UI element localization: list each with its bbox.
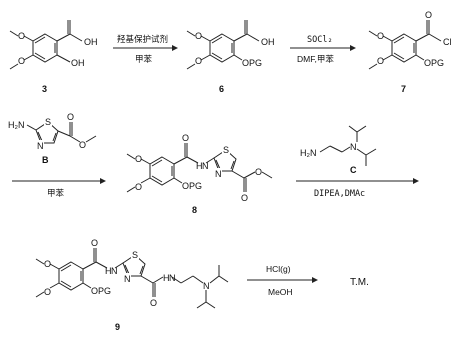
- c3-oh-phenol: OH: [71, 58, 85, 68]
- c9-nh1-n: N: [111, 266, 118, 276]
- cb-n: N: [37, 141, 44, 151]
- c9-n: N: [124, 274, 131, 284]
- c9-o-amide-1: O: [91, 238, 98, 248]
- reaction-arrow-1: 羟基保护试剂 甲苯: [113, 34, 178, 64]
- c8-number: 8: [192, 205, 197, 215]
- compound-8: O H N S N O O OPG O O 8: [126, 133, 273, 215]
- compound-b: H₂N S N O O B: [8, 112, 97, 165]
- cb-nh2: H₂N: [8, 120, 25, 130]
- c9-number: 9: [115, 322, 120, 332]
- compound-7: O Cl OPG O O 7: [368, 10, 452, 94]
- cc-nh2: H₂N: [300, 148, 317, 158]
- cb-label: B: [42, 155, 49, 165]
- c9-nh2-n: N: [169, 273, 176, 283]
- step1-solvent: 甲苯: [135, 54, 153, 64]
- c7-o-methoxy-1: O: [377, 31, 384, 41]
- step2-solvent: DMF,甲苯: [297, 54, 334, 64]
- c8-n: N: [215, 169, 222, 179]
- reaction-arrow-4: DIPEA,DMAc: [296, 178, 419, 199]
- c6-number: 6: [219, 84, 224, 94]
- c6-o-methoxy-2: O: [195, 56, 202, 66]
- cc-n: N: [350, 142, 357, 152]
- reaction-arrow-5: HCl(g) MeOH: [247, 264, 318, 297]
- c8-o-amide: O: [182, 133, 189, 143]
- c6-o-methoxy-1: O: [195, 31, 202, 41]
- c8-s: S: [223, 145, 229, 155]
- c7-o-methoxy-2: O: [377, 56, 384, 66]
- c9-nh2-h: H: [163, 273, 170, 283]
- cb-o-carbonyl: O: [67, 112, 74, 122]
- c8-o-ester-carbonyl: O: [241, 193, 248, 203]
- c8-opg: OPG: [182, 181, 202, 191]
- step5-reagent: HCl(g): [266, 264, 291, 274]
- reaction-arrow-3: 甲苯: [12, 178, 106, 198]
- step1-reagent: 羟基保护试剂: [117, 34, 168, 44]
- c8-o-methoxy-2: O: [135, 182, 142, 192]
- c3-o-methoxy-1: O: [18, 31, 25, 41]
- compound-c: H₂N N C: [300, 125, 377, 175]
- c9-n-amine: N: [203, 281, 210, 291]
- reaction-arrow-2: SOCl₂ DMF,甲苯: [290, 35, 356, 64]
- c7-carbonyl-o: O: [425, 10, 432, 20]
- cb-s: S: [45, 117, 51, 127]
- c3-oh-carboxyl: OH: [84, 37, 98, 47]
- compound-3: OH OH O O 3: [9, 20, 98, 94]
- c7-number: 7: [401, 84, 406, 94]
- c8-nh-h: H: [196, 161, 203, 171]
- step5-solvent: MeOH: [268, 287, 293, 297]
- target-molecule-label: T.M.: [350, 277, 369, 288]
- c3-o-methoxy-2: O: [18, 56, 25, 66]
- c8-o-methoxy-1: O: [135, 154, 142, 164]
- c3-number: 3: [42, 84, 47, 94]
- step4-reagents: DIPEA,DMAc: [314, 189, 365, 199]
- cb-o-ester: O: [79, 140, 86, 150]
- c9-o-methoxy-1: O: [44, 259, 51, 269]
- c9-o-amide-2: O: [150, 298, 157, 308]
- compound-6: OH OPG O O 6: [186, 20, 275, 94]
- c9-nh1-h: H: [105, 266, 112, 276]
- c9-s: S: [132, 250, 138, 260]
- compound-9: O H N S N O H N N OPG O O 9: [35, 238, 229, 332]
- c6-opg: OPG: [242, 58, 262, 68]
- c8-o-ester: O: [255, 167, 262, 177]
- c7-opg: OPG: [424, 58, 444, 68]
- c9-opg: OPG: [91, 286, 111, 296]
- c7-cl: Cl: [443, 37, 452, 47]
- step2-reagent: SOCl₂: [307, 35, 333, 45]
- c6-oh-carboxyl: OH: [261, 37, 275, 47]
- c9-o-methoxy-2: O: [44, 287, 51, 297]
- cc-label: C: [350, 165, 357, 175]
- step3-solvent: 甲苯: [47, 188, 65, 198]
- c8-nh-n: N: [202, 161, 209, 171]
